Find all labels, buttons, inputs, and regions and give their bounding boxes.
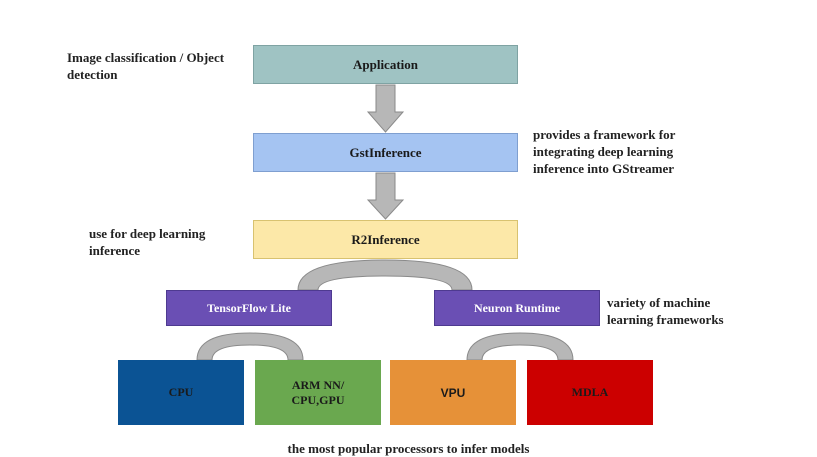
r2inference-note-line2: inference: [89, 243, 141, 258]
cpu-label: CPU: [168, 385, 194, 399]
bridge-neuron-to-processors: [466, 332, 574, 361]
gstinference-label: GstInference: [349, 144, 422, 160]
footer-caption: the most popular processors to infer mod…: [287, 441, 530, 456]
mdla-label: MDLA: [571, 385, 609, 399]
cpu-box: CPU: [118, 360, 244, 425]
arm-nn-label-line1: ARM NN/: [291, 377, 345, 392]
tensorflow-lite-label: TensorFlow Lite: [207, 300, 291, 315]
tensorflow-lite-box: TensorFlow Lite: [166, 290, 332, 326]
r2inference-label: R2Inference: [351, 231, 420, 247]
application-label: Application: [352, 56, 418, 72]
r2inference-box: R2Inference: [253, 220, 518, 259]
neuron-runtime-note-line1: variety of machine: [607, 295, 711, 310]
gstinference-note-line3: inference into GStreamer: [533, 161, 675, 176]
bridge-tflite-to-processors: [196, 332, 304, 361]
bridge-r2inference-to-frameworks: [297, 259, 473, 291]
arm-nn-label-line2: CPU,GPU: [291, 392, 345, 407]
gstinference-note: provides a framework for integrating dee…: [533, 126, 733, 177]
vpu-label: VPU: [440, 385, 466, 400]
arm-nn-box: ARM NN/ CPU,GPU: [255, 360, 381, 425]
r2inference-note-line1: use for deep learning: [89, 226, 206, 241]
neuron-runtime-note-line2: learning frameworks: [607, 312, 724, 327]
neuron-runtime-label: Neuron Runtime: [473, 300, 561, 315]
gstinference-box: GstInference: [253, 133, 518, 172]
r2inference-note: use for deep learning inference: [89, 225, 259, 259]
gstinference-note-line2: integrating deep learning: [533, 144, 674, 159]
application-note-line2: detection: [67, 67, 118, 82]
neuron-runtime-box: Neuron Runtime: [434, 290, 600, 326]
arrow-gstinference-to-r2inference: [366, 172, 405, 220]
vpu-box: VPU: [390, 360, 516, 425]
gstinference-note-line1: provides a framework for: [533, 127, 676, 142]
application-note-line1: Image classification / Object: [67, 50, 225, 65]
application-note: Image classification / Object detection: [67, 49, 257, 83]
neuron-runtime-note: variety of machine learning frameworks: [607, 294, 777, 328]
mdla-box: MDLA: [527, 360, 653, 425]
application-box: Application: [253, 45, 518, 84]
arm-nn-label: ARM NN/ CPU,GPU: [292, 378, 345, 408]
arrow-application-to-gstinference: [366, 84, 405, 133]
